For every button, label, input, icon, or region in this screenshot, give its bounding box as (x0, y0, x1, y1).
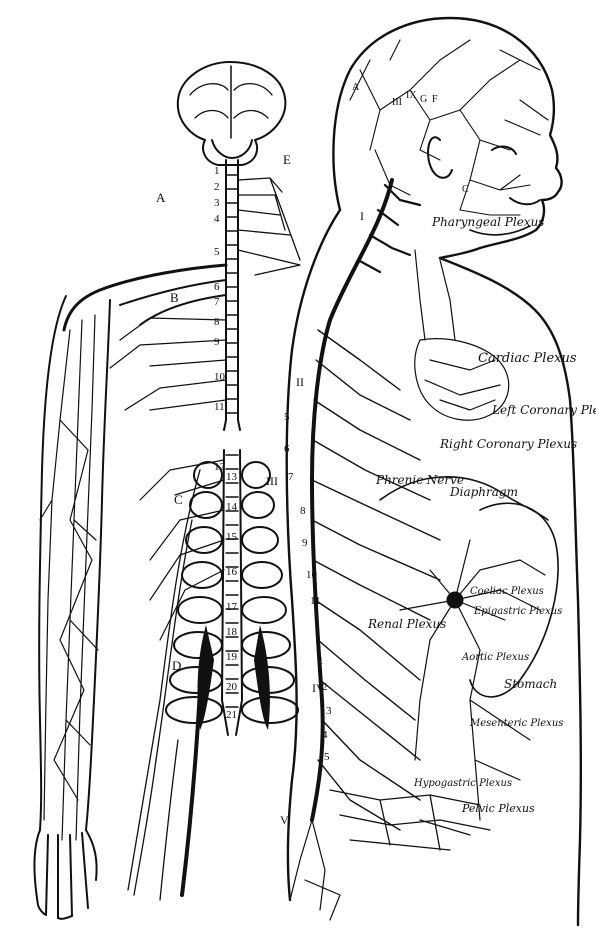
label-renal-plexus: Renal Plexus (367, 617, 446, 631)
head-mark-ix: IX (406, 90, 417, 101)
label-letter-b: B (170, 290, 179, 305)
body-number: 5 (324, 751, 330, 763)
label-letter-e: E (283, 152, 291, 167)
stomach-outline (470, 503, 558, 697)
label-left-coronary-plexus: Left Coronary Plexus (491, 403, 596, 417)
sacral-nerve-mass-right (254, 625, 270, 730)
label-cardiac-plexus: Cardiac Plexus (478, 351, 577, 366)
ganglion-oval (242, 697, 298, 723)
ear (428, 137, 452, 177)
body-number: 11 (310, 595, 321, 607)
spine-number: 14 (226, 501, 238, 513)
spine-number: 7 (214, 296, 220, 308)
spine-number: 15 (226, 531, 238, 543)
spine-number: 16 (226, 566, 238, 578)
head-mark-a: A (352, 82, 360, 93)
head-marks: A III IX G F C (352, 82, 469, 195)
body-number: 5 (284, 411, 290, 423)
spine-number: 13 (226, 471, 238, 483)
spine-number: 5 (214, 246, 220, 258)
cerebellum (212, 140, 252, 158)
label-letter-a: A (156, 190, 166, 205)
label-letter-c: C (174, 492, 183, 507)
sciatic-nerve (182, 690, 200, 895)
spine-number: 11 (214, 401, 225, 413)
label-aortic-plexus: Aortic Plexus (461, 652, 529, 663)
body-number: 6 (284, 443, 290, 455)
ganglion-oval (174, 632, 222, 658)
coccygeal-nerves (290, 820, 340, 920)
spine-number: 2 (214, 181, 220, 193)
spine-number: 4 (214, 213, 220, 225)
ganglion-oval (242, 527, 278, 553)
spine-number: 8 (214, 316, 220, 328)
roman-ii: II (296, 375, 304, 389)
roman-i: I (360, 209, 364, 223)
body-number: 10 (306, 569, 318, 581)
thoracic-nerves-left (110, 318, 226, 640)
spine-number: 6 (214, 281, 220, 293)
spine-number: 10 (214, 371, 226, 383)
cervical-nerves-right (238, 178, 300, 275)
spine-number: 1 (214, 165, 220, 177)
cardiac-plexus-web (415, 250, 509, 420)
roman-iii: III (266, 474, 278, 488)
arm-nerves (40, 315, 98, 840)
spinal-cord-right-edge (236, 160, 242, 735)
spine-number: 19 (226, 651, 238, 663)
ganglion-oval (182, 562, 222, 588)
label-pharyngeal-plexus: Pharyngeal Plexus (431, 215, 544, 229)
arm-outline-outer (39, 296, 66, 830)
label-pelvic-plexus: Pelvic Plexus (461, 802, 535, 815)
ganglion-oval (242, 597, 286, 623)
label-epigastric-plexus: Epigastric Plexus (473, 606, 562, 617)
roman-iv: IV (312, 681, 325, 695)
cervical-ganglia (358, 185, 420, 272)
label-right-coronary-plexus: Right Coronary Plexus (439, 437, 577, 451)
hand (35, 830, 97, 919)
ganglion-oval (178, 597, 222, 623)
spinal-cord-left-edge (222, 160, 228, 735)
body-number: 1 (318, 655, 324, 667)
segmental-nerves (312, 330, 440, 830)
spinal-diagram (35, 62, 301, 919)
head-mark-iii: III (392, 97, 402, 108)
label-coeliac-plexus: Coeliac Plexus (470, 586, 544, 597)
spine-number: 20 (226, 681, 238, 693)
spine-number: 12 (214, 461, 225, 473)
body-number: 3 (326, 705, 332, 717)
spine-number: 21 (226, 709, 237, 721)
head-mark-g: G (420, 94, 427, 105)
brain-lobe-left (190, 84, 228, 118)
body-number: 4 (322, 729, 328, 741)
spine-number: 17 (226, 601, 238, 613)
roman-v: V (280, 813, 289, 827)
label-mesenteric-plexus: Mesenteric Plexus (469, 718, 563, 729)
head-mark-c: C (462, 184, 469, 195)
ganglion-oval (242, 562, 282, 588)
label-diaphragm: Diaphragm (449, 485, 518, 499)
body-number: 7 (288, 471, 294, 483)
ganglion-oval (186, 527, 222, 553)
cranial-nerves (350, 40, 548, 215)
mouth (510, 198, 540, 204)
spine-number: 9 (214, 336, 220, 348)
body-number: 8 (300, 505, 306, 517)
spine-number: 3 (214, 197, 220, 209)
plexus-labels: Pharyngeal Plexus Cardiac Plexus Left Co… (367, 215, 596, 815)
label-letter-d: D (172, 658, 181, 673)
brain-lobe-right (234, 84, 272, 118)
label-stomach: Stomach (504, 677, 557, 691)
ganglion-oval (242, 492, 274, 518)
spine-number: 18 (226, 626, 238, 638)
roman-marks: I II III IV V (266, 209, 364, 827)
head-mark-f: F (432, 94, 438, 105)
ganglion-oval (166, 697, 222, 723)
label-hypogastric-plexus: Hypogastric Plexus (413, 778, 512, 789)
body-number: 9 (302, 537, 308, 549)
pelvic-plexus-web (330, 790, 490, 850)
